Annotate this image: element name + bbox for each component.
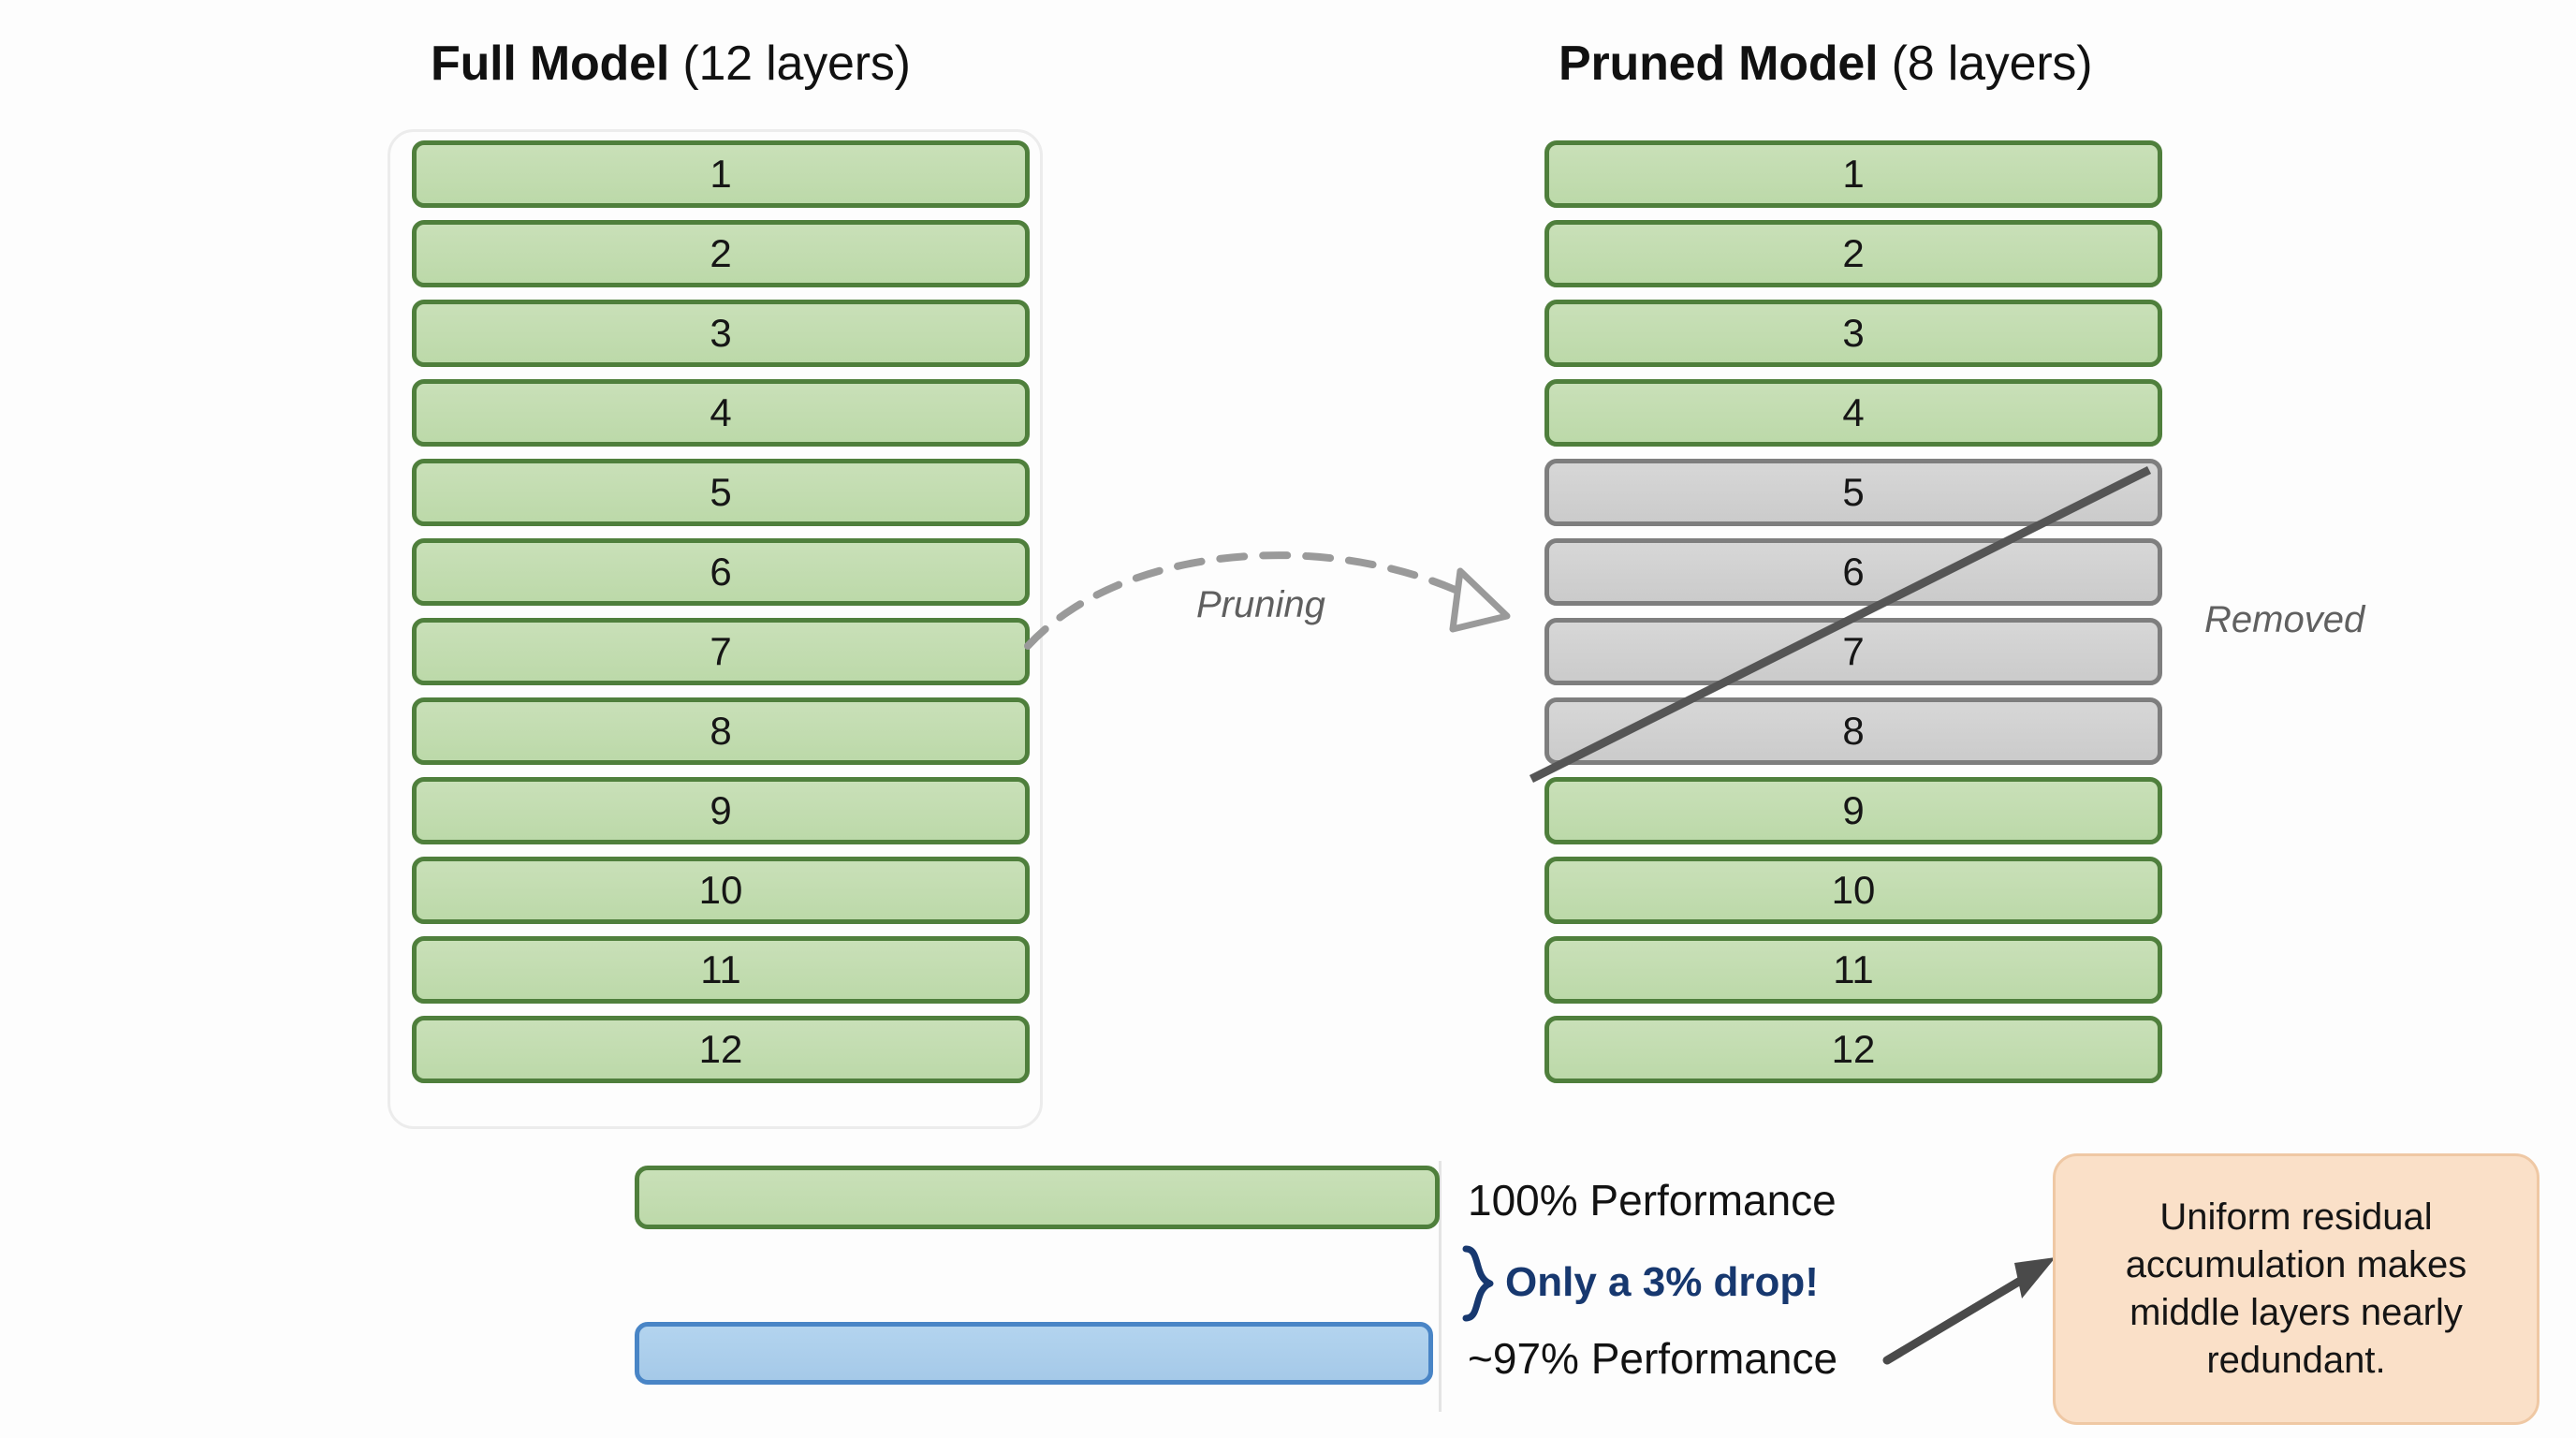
insight-callout: Uniform residual accumulation makes midd… <box>2053 1153 2539 1425</box>
layer-label: 12 <box>1831 1027 1876 1071</box>
callout-arrow-icon <box>1882 1257 2056 1365</box>
layer-label: 11 <box>1833 947 1874 991</box>
performance-drop-note: Only a 3% drop! <box>1505 1259 1819 1305</box>
pruned-model-title-light: (8 layers) <box>1878 37 2093 91</box>
layer-label: 2 <box>1842 231 1865 275</box>
layer-box-8[interactable]: 8 <box>1544 697 2162 765</box>
layer-box-2[interactable]: 2 <box>412 220 1030 287</box>
pruned-model-title-strong: Pruned Model <box>1559 37 1879 91</box>
layer-box-3[interactable]: 3 <box>1544 300 2162 367</box>
removed-label: Removed <box>2204 599 2365 640</box>
pruned-model-title: Pruned Model (8 layers) <box>1559 36 2093 92</box>
layer-label: 9 <box>710 788 732 832</box>
layer-box-9[interactable]: 9 <box>1544 777 2162 844</box>
layer-label: 5 <box>1842 470 1865 514</box>
layer-box-1[interactable]: 1 <box>1544 140 2162 208</box>
full-model-title: Full Model (12 layers) <box>431 36 911 92</box>
layer-label: 6 <box>1842 550 1865 594</box>
layer-label: 3 <box>1842 311 1865 355</box>
full-model-title-light: (12 layers) <box>669 37 911 91</box>
layer-box-3[interactable]: 3 <box>412 300 1030 367</box>
layer-box-7[interactable]: 7 <box>412 618 1030 685</box>
layer-label: 3 <box>710 311 732 355</box>
layer-label: 6 <box>710 550 732 594</box>
layer-label: 1 <box>1842 152 1865 196</box>
pruning-arrow-icon <box>1024 551 1511 650</box>
layer-label: 10 <box>698 868 743 912</box>
pruning-label: Pruning <box>1196 584 1325 625</box>
layer-box-12[interactable]: 12 <box>1544 1016 2162 1083</box>
layer-box-12[interactable]: 12 <box>412 1016 1030 1083</box>
layer-label: 9 <box>1842 788 1865 832</box>
layer-box-5[interactable]: 5 <box>1544 459 2162 526</box>
layer-box-10[interactable]: 10 <box>412 857 1030 924</box>
layer-label: 7 <box>710 629 732 673</box>
drop-brace-icon <box>1462 1245 1494 1322</box>
performance-label-full: 100% Performance <box>1468 1176 1837 1225</box>
layer-label: 7 <box>1842 629 1865 673</box>
full-model-title-strong: Full Model <box>431 37 670 91</box>
layer-label: 8 <box>710 709 732 753</box>
layer-box-4[interactable]: 4 <box>412 379 1030 447</box>
layer-box-2[interactable]: 2 <box>1544 220 2162 287</box>
layer-box-11[interactable]: 11 <box>1544 936 2162 1004</box>
layer-label: 4 <box>710 390 732 434</box>
layer-box-7[interactable]: 7 <box>1544 618 2162 685</box>
layer-label: 12 <box>698 1027 743 1071</box>
layer-box-10[interactable]: 10 <box>1544 857 2162 924</box>
layer-box-1[interactable]: 1 <box>412 140 1030 208</box>
layer-box-6[interactable]: 6 <box>412 538 1030 606</box>
layer-box-11[interactable]: 11 <box>412 936 1030 1004</box>
performance-bar-pruned <box>635 1322 1433 1385</box>
performance-divider <box>1439 1161 1442 1412</box>
layer-label: 5 <box>710 470 732 514</box>
layer-label: 10 <box>1831 868 1876 912</box>
layer-label: 8 <box>1842 709 1865 753</box>
layer-box-5[interactable]: 5 <box>412 459 1030 526</box>
layer-label: 4 <box>1842 390 1865 434</box>
layer-label: 1 <box>710 152 732 196</box>
layer-label: 11 <box>700 947 741 991</box>
performance-bar-full <box>635 1166 1440 1229</box>
layer-box-9[interactable]: 9 <box>412 777 1030 844</box>
layer-box-8[interactable]: 8 <box>412 697 1030 765</box>
layer-box-6[interactable]: 6 <box>1544 538 2162 606</box>
layer-box-4[interactable]: 4 <box>1544 379 2162 447</box>
layer-label: 2 <box>710 231 732 275</box>
performance-label-pruned: ~97% Performance <box>1468 1334 1838 1383</box>
insight-callout-text: Uniform residual accumulation makes midd… <box>2125 1196 2467 1382</box>
